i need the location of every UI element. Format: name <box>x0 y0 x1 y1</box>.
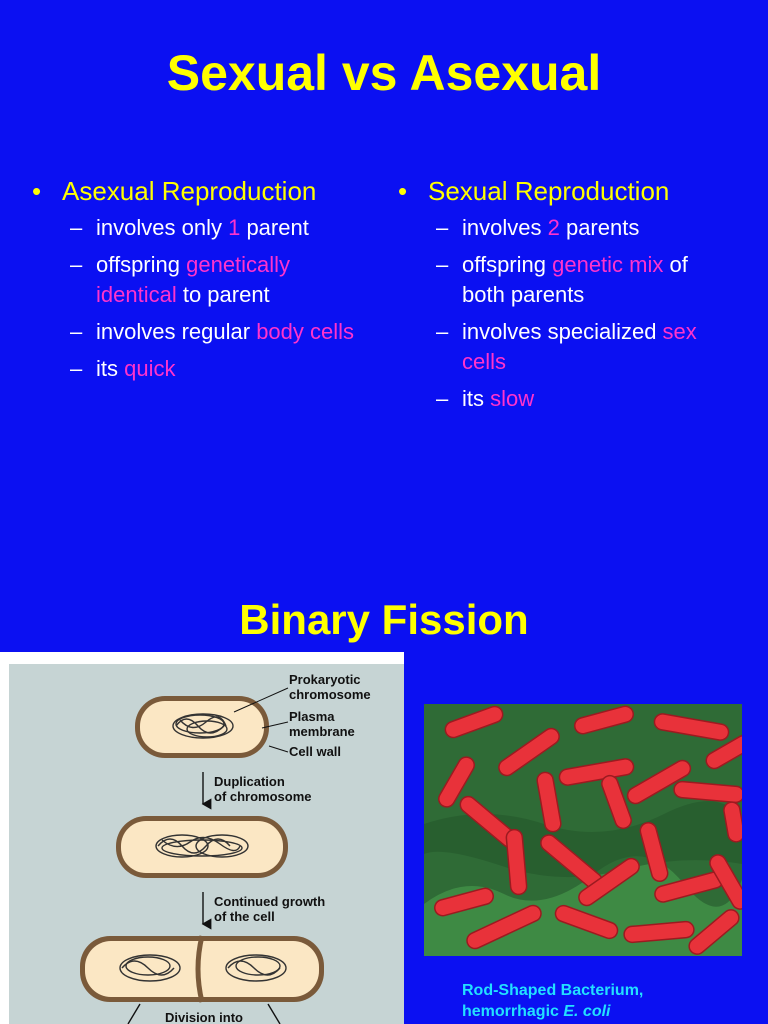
caption-prefix: hemorrhagic <box>462 1003 564 1020</box>
item-text: involves only <box>96 215 229 240</box>
binary-fission-diagram: Prokaryotic chromosome Plasma membrane C… <box>0 652 404 1024</box>
bacterium-rod <box>573 705 635 735</box>
cell-stage-2 <box>116 816 288 878</box>
item-text: parents <box>559 215 640 240</box>
label-duplication: Duplication <box>214 774 285 789</box>
bullet-icon: • <box>398 176 408 206</box>
bacterium-rod <box>498 727 560 777</box>
left-item-3: –involves regular body cells <box>30 317 366 347</box>
label-cell-wall: Cell wall <box>289 744 341 759</box>
caption-line-2: hemorrhagic E. coli <box>462 1001 762 1022</box>
label-prokaryotic: Prokaryotic <box>289 672 361 687</box>
highlight-text: genetically identical <box>96 252 291 307</box>
slide-binary-fission: Binary Fission <box>0 576 768 1024</box>
dash-icon: – <box>436 215 449 240</box>
bacterium-rod <box>688 909 740 955</box>
sexual-heading-text: Sexual Reproduction <box>428 176 670 206</box>
item-text: to parent <box>176 282 270 307</box>
asexual-heading: • Asexual Reproduction <box>30 173 375 209</box>
bacterium-rod <box>438 756 475 808</box>
bullet-icon: • <box>32 176 42 206</box>
bacterium-rod <box>536 771 562 833</box>
label-plasma: Plasma <box>289 709 335 724</box>
diagram-drawing: Prokaryotic chromosome Plasma membrane C… <box>80 672 371 1024</box>
bacterium-rod <box>639 821 669 883</box>
label-continued-growth: Continued growth <box>214 894 325 909</box>
item-text: offspring <box>96 252 187 277</box>
highlight-text: sex cells <box>462 319 697 374</box>
caption-species: E. coli <box>563 1003 611 1020</box>
dash-icon: – <box>436 252 449 277</box>
slide-title: Binary Fission <box>239 596 529 643</box>
highlight-text: slow <box>490 386 535 411</box>
bacterium-rod <box>578 857 640 907</box>
sexual-heading: • Sexual Reproduction <box>396 173 741 209</box>
highlight-text: quick <box>124 356 176 381</box>
bacterium-rod <box>623 920 695 944</box>
bacterium-rod <box>653 713 730 741</box>
cell-stage-3 <box>80 935 324 1003</box>
dash-icon: – <box>436 386 449 411</box>
bacterium-rod <box>705 734 742 770</box>
sexual-list: –involves 2 parents–offspring genetic mi… <box>396 213 741 414</box>
bacterium-rod <box>558 758 635 786</box>
bacterium-rod <box>466 904 542 950</box>
asexual-column: • Asexual Reproduction –involves only 1 … <box>30 173 375 391</box>
dash-icon: – <box>70 215 83 240</box>
dash-icon: – <box>70 319 83 344</box>
caption-line-1: Rod-Shaped Bacterium, <box>462 982 644 999</box>
bacterium-rod <box>673 780 742 804</box>
label-division: Division into <box>165 1010 243 1024</box>
highlight-text: genetic mix <box>552 252 664 277</box>
bacterium-rod <box>444 705 504 739</box>
right-item-2: –offspring genetic mix of both parents <box>396 250 732 310</box>
bacteria-image <box>424 704 742 956</box>
sexual-column: • Sexual Reproduction –involves 2 parent… <box>396 173 741 421</box>
bacterium-rod <box>723 801 742 843</box>
left-item-1: –involves only 1 parent <box>30 213 366 243</box>
highlight-text: body cells <box>256 319 355 344</box>
dash-icon: – <box>70 252 83 277</box>
right-item-1: –involves 2 parents <box>396 213 732 243</box>
item-text: of both parents <box>462 252 688 307</box>
label-of-the-cell: of the cell <box>214 909 275 924</box>
label-chromosome: chromosome <box>289 687 371 702</box>
item-text: offspring <box>462 252 553 277</box>
item-text: involves <box>462 215 548 240</box>
photo-caption: Rod-Shaped Bacterium, hemorrhagic E. col… <box>462 980 762 1022</box>
left-item-2: –offspring genetically identical to pare… <box>30 250 366 310</box>
item-text: involves specialized <box>462 319 663 344</box>
label-membrane: membrane <box>289 724 355 739</box>
bacterium-rod <box>505 828 528 896</box>
item-text: involves regular <box>96 319 257 344</box>
dash-icon: – <box>70 356 83 381</box>
item-text: parent <box>240 215 309 240</box>
bacterium-rod <box>626 759 692 805</box>
bacterium-rod <box>433 887 495 917</box>
dash-icon: – <box>436 319 449 344</box>
bacteria-photo <box>424 704 742 956</box>
slide-title: Sexual vs Asexual <box>166 45 602 101</box>
item-text: its <box>462 386 491 411</box>
slide-comparison: Sexual vs Asexual • Asexual Reproduction… <box>30 45 741 421</box>
right-item-3: –involves specialized sex cells <box>396 317 732 377</box>
bacterium-rod <box>601 774 632 830</box>
item-text: its <box>96 356 125 381</box>
chromosome-icon <box>172 713 234 739</box>
label-of-chromosome: of chromosome <box>214 789 312 804</box>
left-item-4: –its quick <box>30 354 366 384</box>
chromosome-icon <box>155 834 249 858</box>
asexual-heading-text: Asexual Reproduction <box>62 176 317 206</box>
asexual-list: –involves only 1 parent–offspring geneti… <box>30 213 375 384</box>
highlight-text: 2 <box>547 215 560 240</box>
bacterium-rod <box>709 854 742 910</box>
right-item-4: –its slow <box>396 384 732 414</box>
highlight-text: 1 <box>228 215 241 240</box>
bacterium-rod <box>554 904 619 940</box>
chromosome-icon <box>119 954 287 982</box>
